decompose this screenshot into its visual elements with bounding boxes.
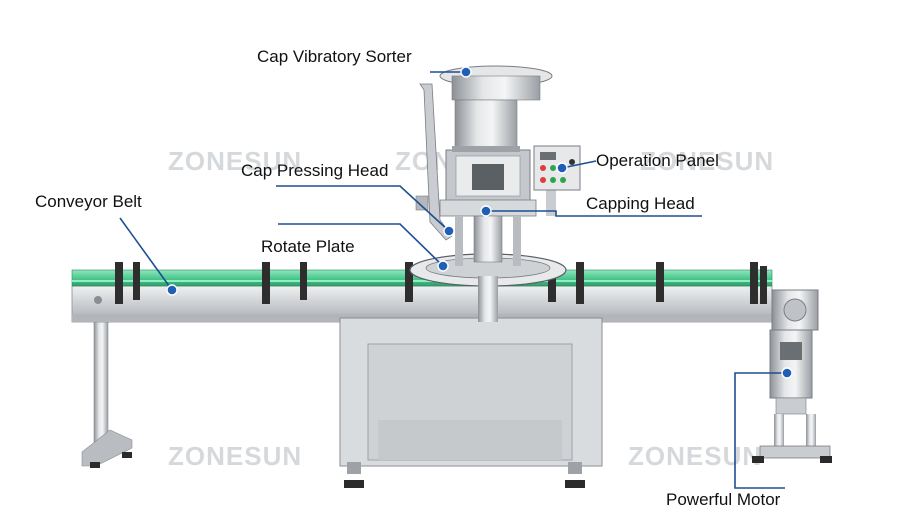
left-leg [81,299,133,468]
label-cap-pressing-head: Cap Pressing Head [241,161,389,180]
base-cabinet [339,317,603,488]
watermark-1: ZONESUN [168,146,302,176]
guide-rails [115,262,767,304]
label-operation-panel: Operation Panel [596,151,719,170]
label-cap-vibratory-sorter: Cap Vibratory Sorter [257,47,412,66]
motor-assembly [752,289,832,463]
label-capping-head: Capping Head [586,194,695,213]
control-panel [533,145,581,216]
cap-chute [415,83,453,241]
leader-lines [119,71,787,489]
watermark-8: ZONESUN [628,441,762,471]
watermark-6: ZONESUN [168,441,302,471]
leader-dots [166,66,793,379]
label-powerful-motor: Powerful Motor [666,490,781,509]
label-conveyor-belt: Conveyor Belt [35,192,142,211]
watermark-3: ZONESUN [640,146,774,176]
cap-sorter-bowl [439,65,553,152]
label-rotate-plate: Rotate Plate [261,237,355,256]
capping-column [439,149,537,266]
